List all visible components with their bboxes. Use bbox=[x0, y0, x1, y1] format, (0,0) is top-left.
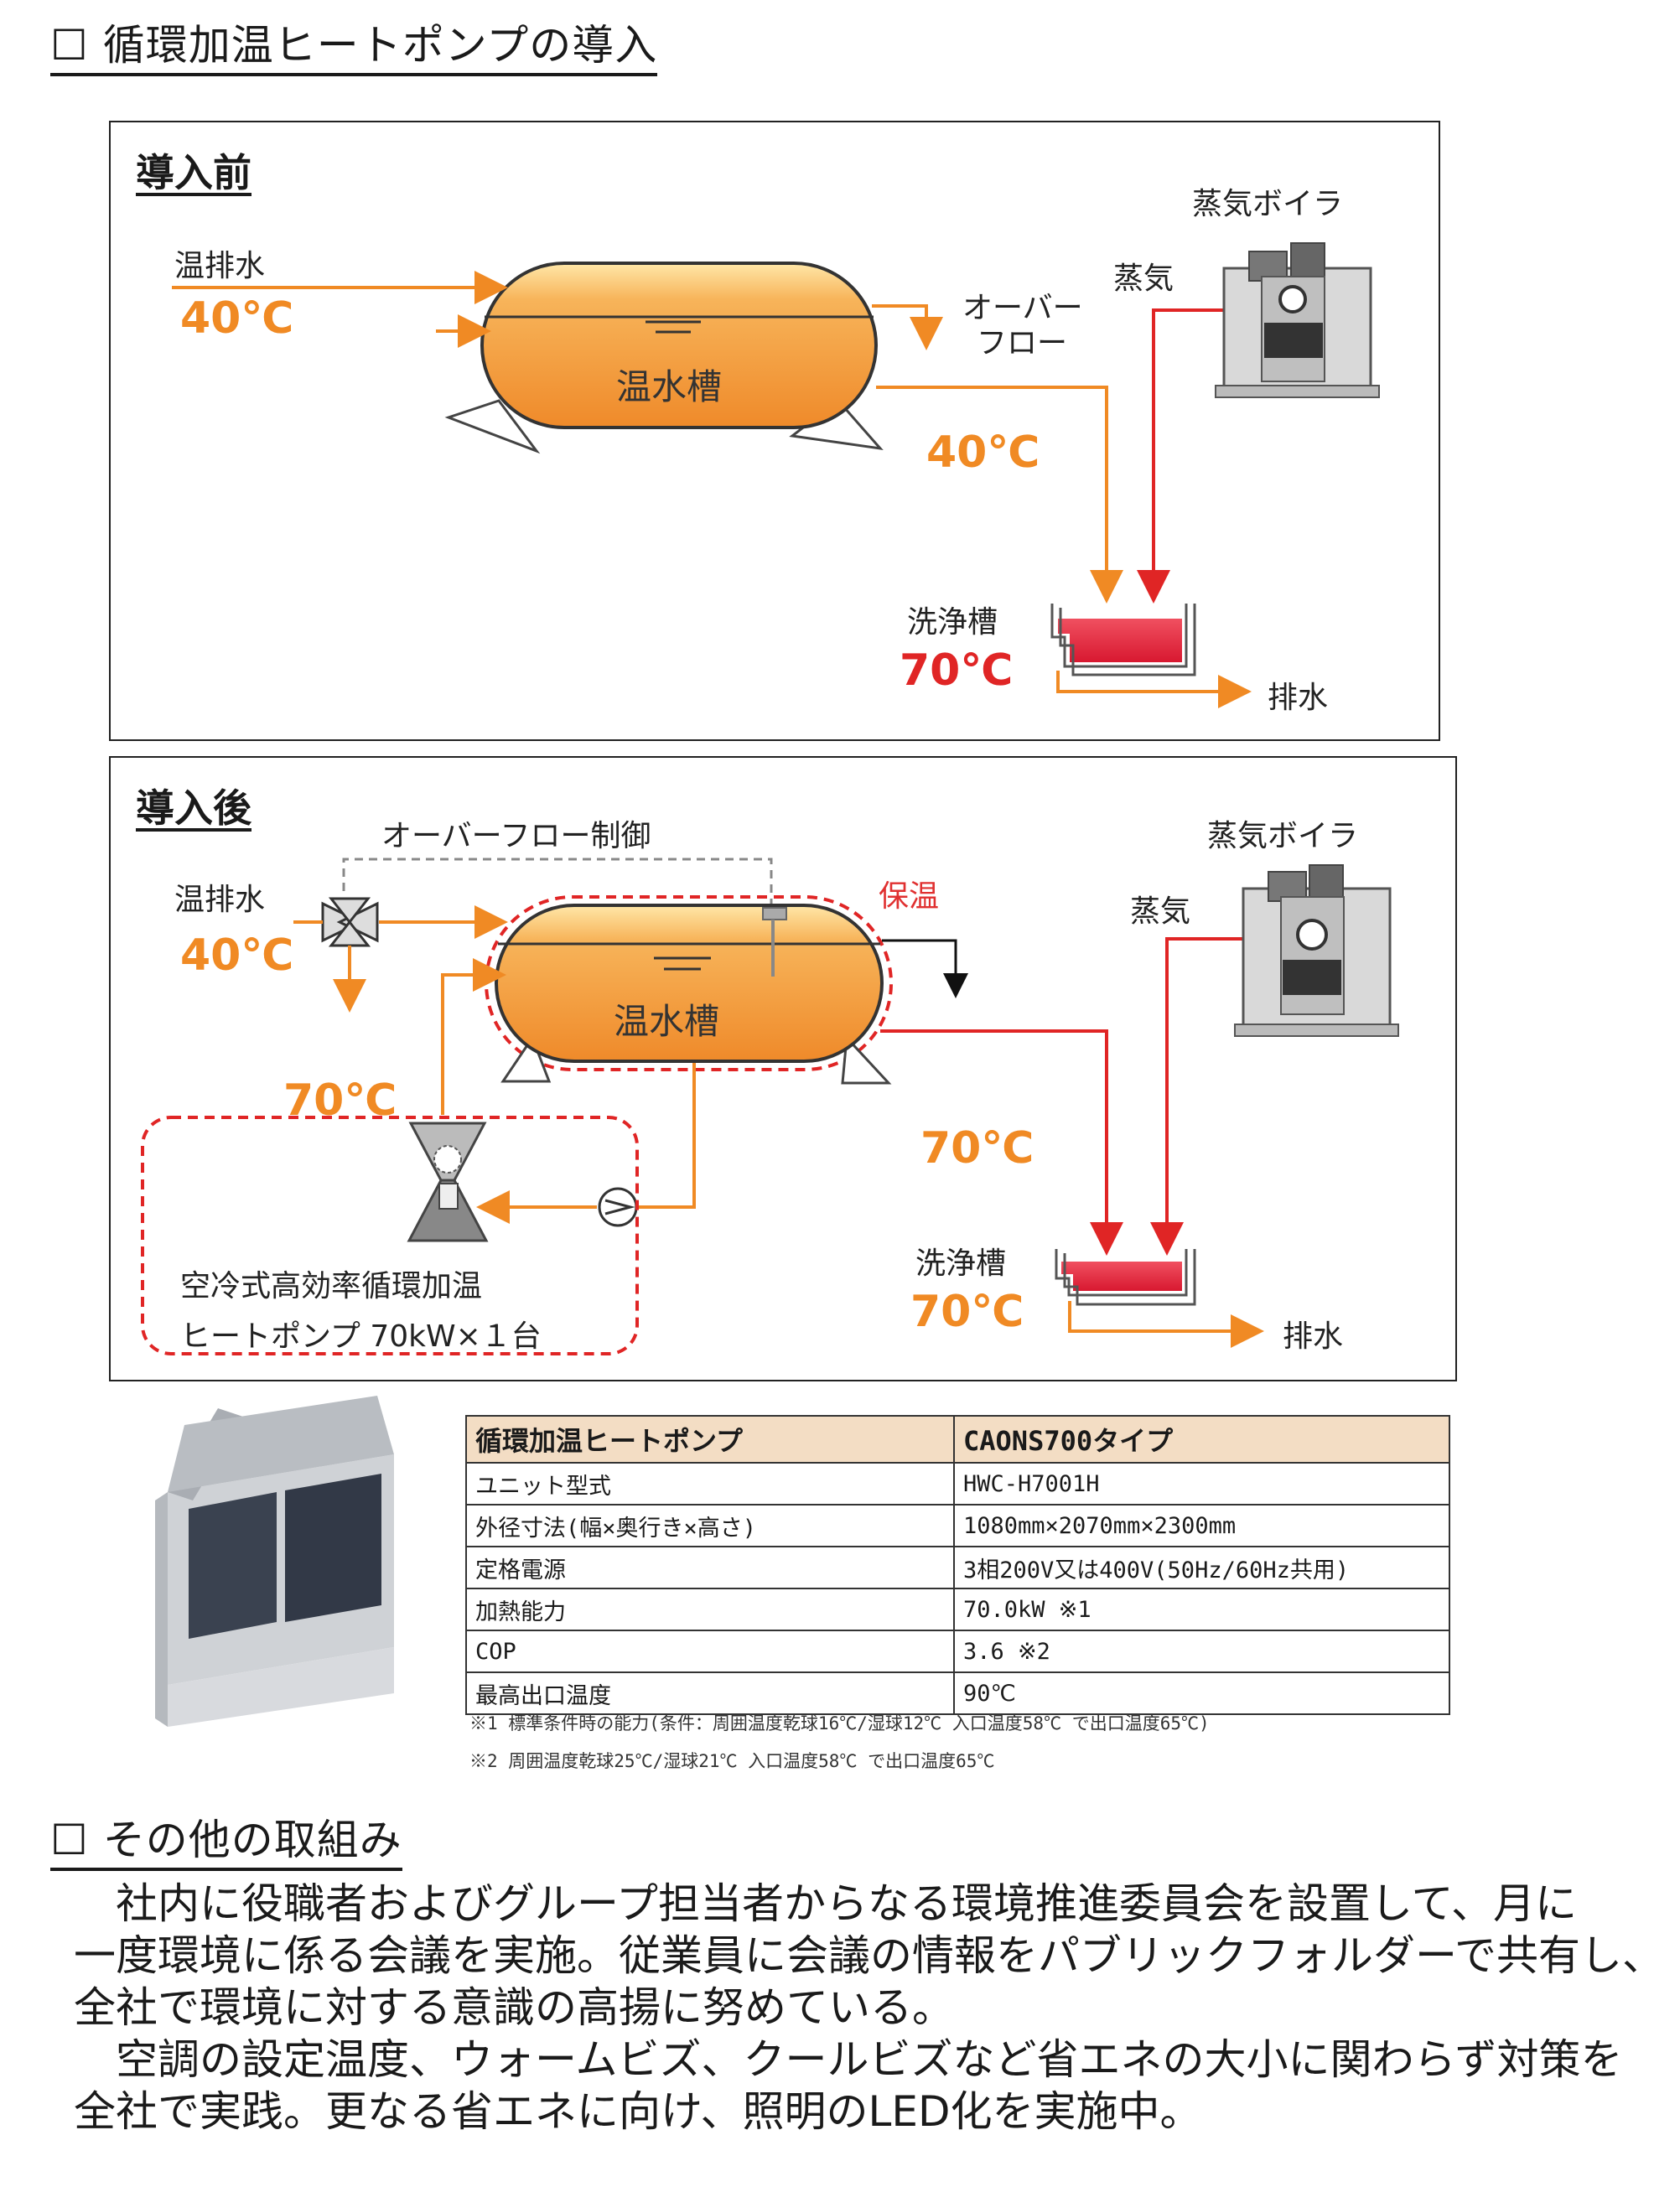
paragraph-line: 一度環境に係る会議を実施。従業員に会議の情報をパブリックフォルダーで共有し、 bbox=[74, 1931, 1664, 1980]
spec-key: ユニット型式 bbox=[465, 1462, 955, 1506]
spec-value: 3相200V又は400V(50Hz/60Hz共用) bbox=[953, 1546, 1450, 1589]
before-wash-tank bbox=[1050, 604, 1196, 676]
before-outflow-arrow bbox=[876, 386, 1123, 604]
before-overflow-arrow bbox=[872, 304, 943, 350]
spec-value: 1080mm×2070mm×2300mm bbox=[953, 1504, 1450, 1547]
after-drain-label: 排水 bbox=[1283, 1319, 1344, 1354]
after-steam-arrow bbox=[1150, 937, 1247, 1256]
hp-supply-line bbox=[637, 1063, 696, 1209]
before-steam-arrow bbox=[1137, 308, 1249, 604]
before-outflow-temp: 40℃ bbox=[926, 428, 1040, 478]
spec-note-1: ※1 標準条件時の能力(条件：周囲温度乾球16℃/湿球12℃ 入口温度58℃ で… bbox=[469, 1713, 1210, 1734]
paragraph-line: 全社で実践。更なる省エネに向け、照明のLED化を実施中。 bbox=[74, 2087, 1202, 2136]
before-inflow-temp: 40℃ bbox=[180, 293, 294, 344]
after-wash-label: 洗浄槽 bbox=[915, 1246, 1007, 1281]
spec-note-2: ※2 周囲温度乾球25℃/湿球21℃ 入口温度58℃ で出口温度65℃ bbox=[469, 1751, 995, 1771]
overflow-label-2: フロー bbox=[977, 326, 1068, 360]
three-way-valve-icon bbox=[321, 897, 379, 947]
after-outflow-temp: 70℃ bbox=[920, 1123, 1034, 1174]
paragraph-line: 社内に役職者およびグループ担当者からなる環境推進委員会を設置して、月に bbox=[74, 1879, 1577, 1928]
before-boiler-icon bbox=[1215, 242, 1380, 398]
hp-description-2: ヒートポンプ 70kW×１台 bbox=[180, 1319, 542, 1354]
spec-key: 定格電源 bbox=[465, 1546, 955, 1589]
spec-value: 3.6 ※2 bbox=[953, 1630, 1450, 1673]
spec-value: 90℃ bbox=[953, 1671, 1450, 1715]
before-steam-label: 蒸気 bbox=[1113, 262, 1174, 296]
after-diagram-box bbox=[109, 756, 1457, 1381]
spec-key: COP bbox=[465, 1630, 955, 1673]
spec-value: 70.0kW ※1 bbox=[953, 1588, 1450, 1631]
paragraph-line: 空調の設定温度、ウォームビズ、クールビズなど省エネの大小に関わらず対策を bbox=[74, 2035, 1623, 2084]
spec-key: 最高出口温度 bbox=[465, 1671, 955, 1715]
before-diagram-box bbox=[109, 121, 1440, 741]
overflow-control-line bbox=[342, 858, 773, 910]
checkbox-marker: ☐ bbox=[50, 1816, 89, 1864]
before-drain-arrow bbox=[1056, 671, 1252, 708]
after-overflow-arrow bbox=[882, 939, 968, 998]
before-title: 導入前 bbox=[136, 150, 251, 195]
after-tank bbox=[495, 904, 892, 1085]
insulation-label: 保温 bbox=[879, 879, 940, 914]
section-title: 循環加温ヒートポンプの導入 bbox=[102, 21, 658, 70]
after-wash-tank bbox=[1055, 1249, 1196, 1306]
overflow-label-1: オーバー bbox=[962, 291, 1083, 325]
spec-table-header: 循環加温ヒートポンプ CAONS700タイプ bbox=[465, 1415, 1450, 1464]
after-boiler-label: 蒸気ボイラ bbox=[1207, 819, 1359, 853]
after-boiler-icon bbox=[1234, 864, 1399, 1037]
heat-pump-icon bbox=[407, 1122, 489, 1242]
before-boiler-label: 蒸気ボイラ bbox=[1192, 187, 1344, 221]
table-row: 外径寸法(幅×奥行き×高さ)1080mm×2070mm×2300mm bbox=[465, 1504, 1450, 1547]
overflow-control-label: オーバーフロー制御 bbox=[381, 819, 651, 853]
section-heading-heatpump: ☐ 循環加温ヒートポンプの導入 bbox=[50, 12, 658, 76]
after-wash-temp: 70℃ bbox=[910, 1287, 1024, 1337]
before-tank-label: 温水槽 bbox=[616, 366, 723, 407]
before-tank bbox=[444, 262, 884, 454]
before-drain-label: 排水 bbox=[1268, 681, 1329, 715]
spec-header-name: 循環加温ヒートポンプ bbox=[465, 1415, 955, 1464]
heat-pump-region bbox=[141, 1116, 639, 1355]
after-outflow-arrow bbox=[880, 1029, 1123, 1256]
after-inflow-temp: 40℃ bbox=[180, 930, 294, 981]
heat-pump-unit-photo bbox=[155, 1396, 394, 1727]
spec-key: 外径寸法(幅×奥行き×高さ) bbox=[465, 1504, 955, 1547]
spec-header-model: CAONS700タイプ bbox=[953, 1415, 1450, 1464]
checkbox-marker: ☐ bbox=[50, 21, 89, 70]
after-steam-label: 蒸気 bbox=[1130, 894, 1191, 929]
before-wash-temp: 70℃ bbox=[900, 645, 1014, 696]
hp-temp: 70℃ bbox=[283, 1075, 397, 1126]
after-drain-arrow bbox=[1068, 1301, 1264, 1348]
section-heading-other: ☐ その他の取組み bbox=[50, 1806, 402, 1871]
before-wash-label: 洗浄槽 bbox=[907, 605, 998, 640]
before-inflow-label: 温排水 bbox=[174, 249, 266, 283]
hp-description-1: 空冷式高効率循環加温 bbox=[180, 1269, 483, 1303]
spec-value: HWC-H7001H bbox=[953, 1462, 1450, 1506]
section-title: その他の取組み bbox=[102, 1816, 402, 1864]
spec-key: 加熱能力 bbox=[465, 1588, 955, 1631]
after-tank-label: 温水槽 bbox=[614, 1001, 720, 1042]
hp-return-arrow bbox=[441, 958, 506, 1115]
paragraph-line: 全社で環境に対する意識の高揚に努めている。 bbox=[74, 1983, 954, 2032]
after-title: 導入後 bbox=[136, 785, 251, 831]
after-inflow-label: 温排水 bbox=[174, 883, 266, 917]
